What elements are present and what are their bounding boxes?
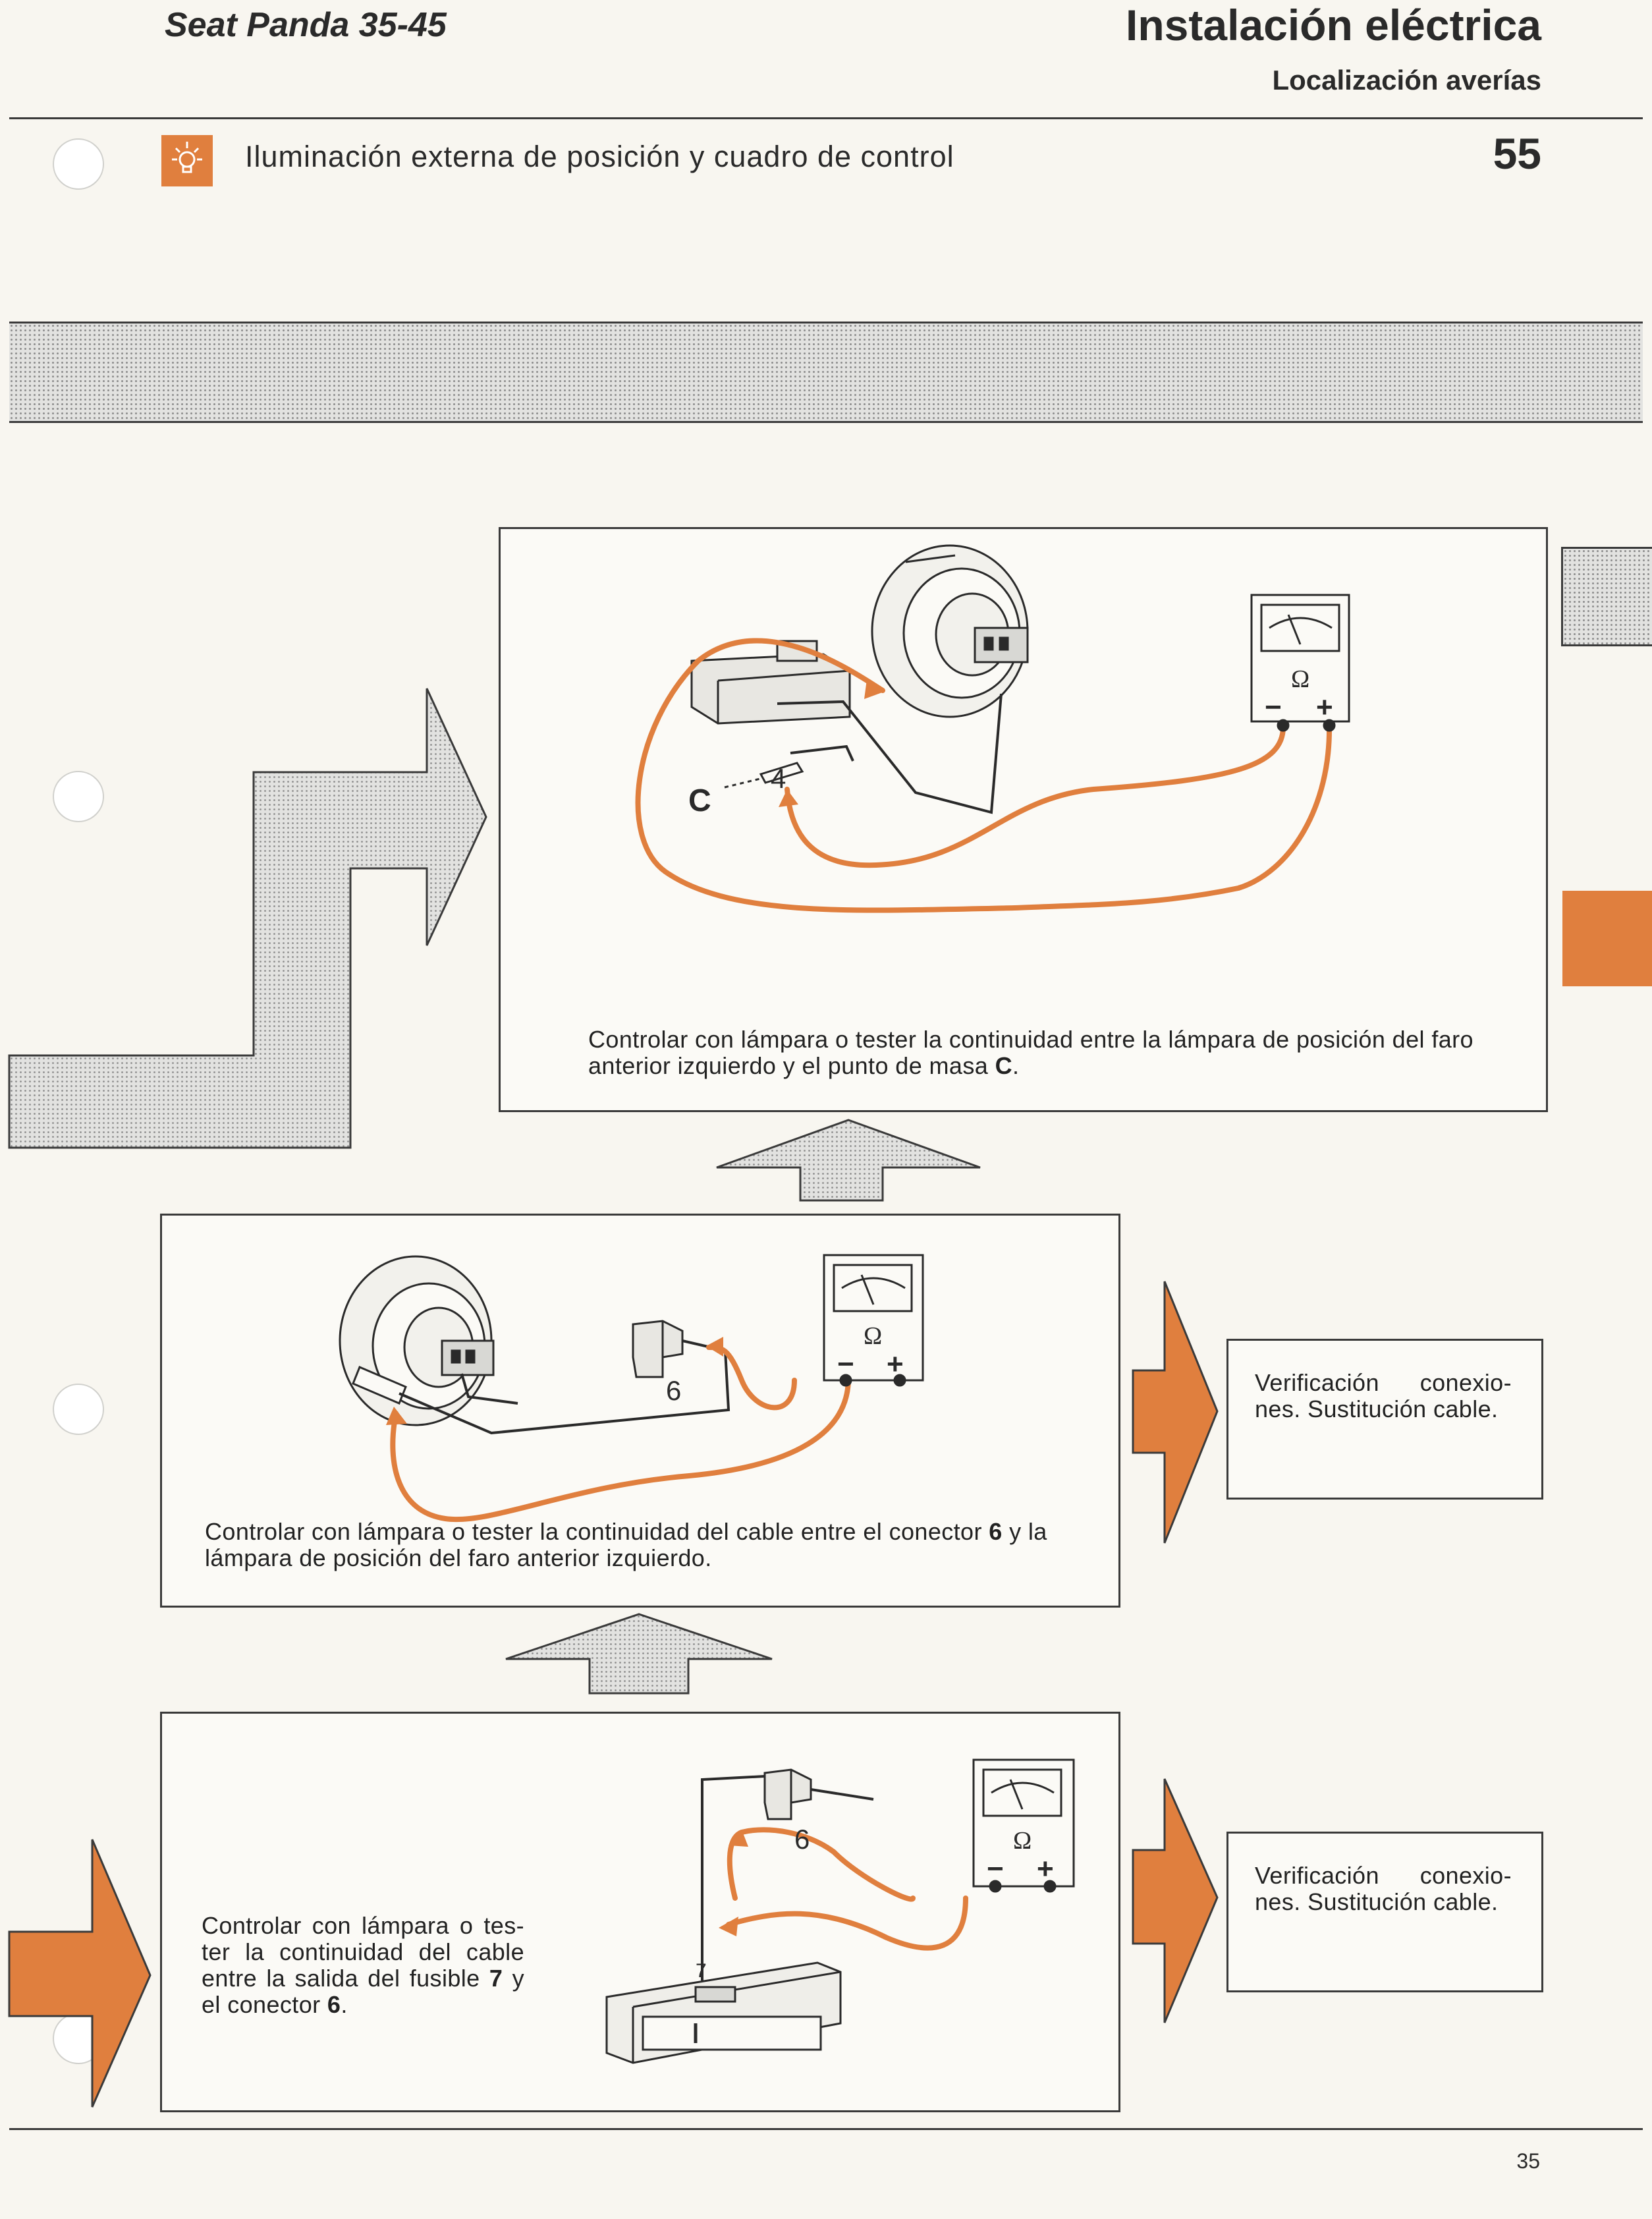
meter-minus-top: −	[1265, 691, 1282, 723]
meter-ohm-middle: Ω	[864, 1322, 882, 1350]
meter-plus-bottom: +	[1037, 1853, 1054, 1885]
step-box-top: Ω − + C 4 Controlar con lámpara o tester…	[499, 527, 1548, 1112]
punch-hole	[53, 771, 104, 822]
header-rule	[9, 117, 1643, 119]
label-4: 4	[771, 763, 786, 794]
connector-6	[632, 1320, 684, 1378]
step-box-middle: Ω − + 6 Controlar con lámpara o tester l…	[160, 1214, 1120, 1608]
headlamp-drawing	[339, 1255, 495, 1426]
meter-minus-bottom: −	[987, 1853, 1004, 1885]
label-6-middle: 6	[666, 1375, 681, 1406]
result-box-middle: Verificación conexio-nes. Sustitución ca…	[1226, 1339, 1543, 1500]
label-6-bottom: 6	[794, 1824, 810, 1855]
ohmmeter-bottom	[972, 1758, 1075, 1893]
step-text-middle: Controlar con lámpara o tester la contin…	[205, 1518, 1047, 1571]
header-subsection: Localización averías	[1272, 65, 1541, 96]
connector-headlamp-diagram: Ω − + 6	[339, 1254, 924, 1523]
headlamp-drawing	[871, 544, 1029, 718]
fusebox-drawing	[605, 1961, 842, 2064]
punch-hole	[53, 138, 104, 190]
step-text-bottom: Controlar con lámpara o tes-ter la conti…	[202, 1912, 524, 2018]
meter-ohm-bottom: Ω	[1013, 1827, 1032, 1855]
connector-block	[690, 640, 851, 725]
meter-minus-middle: −	[837, 1348, 854, 1380]
edge-tab-orange	[1562, 891, 1652, 986]
label-7: 7	[696, 1960, 707, 1982]
label-c: C	[688, 783, 711, 818]
page-code: 55	[1493, 129, 1541, 178]
page-number: 35	[1516, 2149, 1540, 2173]
step-box-bottom: Ω − + 6 7 Controlar con lámpara o tes-te…	[160, 1712, 1120, 2112]
step-text-top: Controlar con lámpara o tester la contin…	[588, 1026, 1473, 1079]
meter-plus-top: +	[1316, 691, 1333, 723]
meter-plus-middle: +	[887, 1348, 904, 1380]
ohmmeter-top	[1250, 594, 1350, 732]
header-section: Instalación eléctrica	[1126, 1, 1541, 49]
edge-tab-grey	[1561, 547, 1652, 646]
punch-hole	[53, 1384, 104, 1435]
section-band	[9, 322, 1643, 423]
footer-rule	[9, 2128, 1643, 2130]
connector-6	[763, 1768, 812, 1820]
headlamp-ground-diagram: Ω − + C 4	[635, 544, 1350, 913]
meter-ohm-top: Ω	[1291, 665, 1309, 693]
subheader-title: Iluminación externa de posición y cuadro…	[245, 140, 954, 173]
header-model: Seat Panda 35-45	[165, 6, 447, 44]
light-bulb-icon	[161, 135, 213, 186]
ohmmeter-middle	[823, 1254, 924, 1387]
result-box-bottom: Verificación conexio-nes. Sustitución ca…	[1226, 1832, 1543, 1992]
result-text-bottom: Verificación conexio-nes. Sustitución ca…	[1255, 1862, 1512, 1915]
fuse-connector-diagram: Ω − + 6 7	[605, 1758, 1075, 2064]
result-text-middle: Verificación conexio-nes. Sustitución ca…	[1255, 1369, 1512, 1422]
